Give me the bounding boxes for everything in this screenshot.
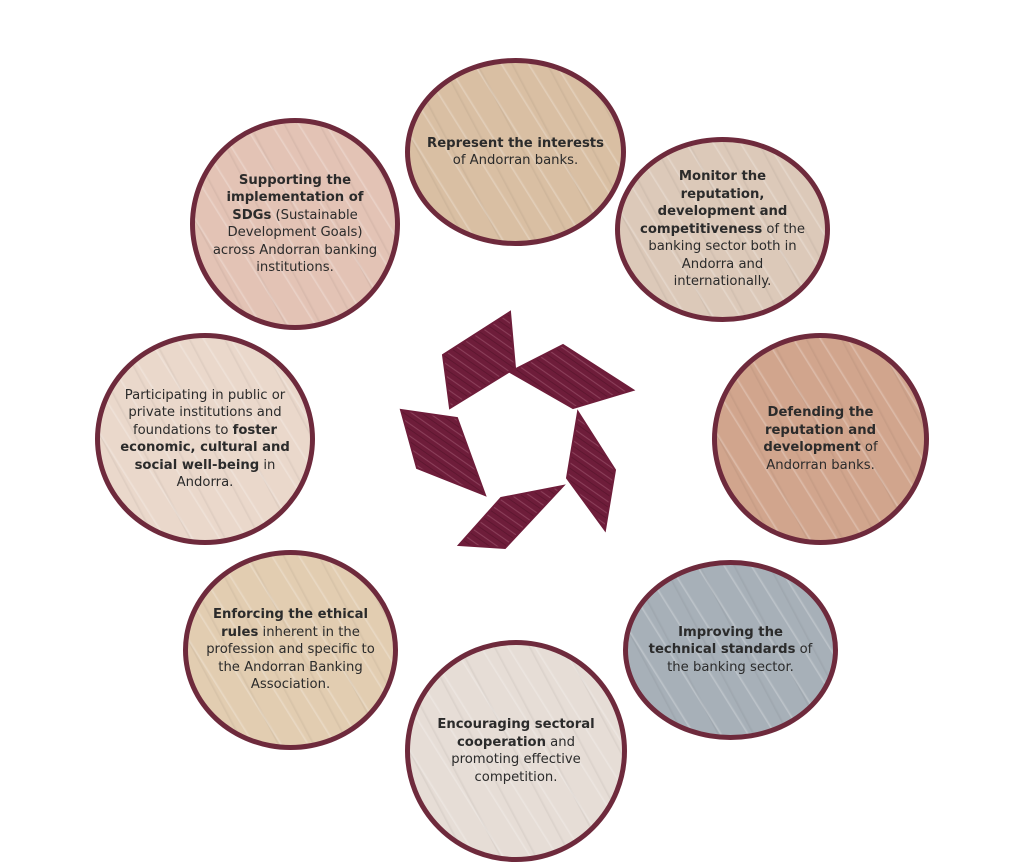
circle-represent: Represent the interests of Andorran bank…: [405, 58, 626, 246]
logo-blade-top-left: [441, 310, 517, 410]
logo-blade-bottom: [456, 484, 566, 550]
circle-represent-label: Represent the interests of Andorran bank…: [427, 135, 604, 169]
circle-defending-label: Defending the reputation and development…: [763, 405, 878, 473]
circle-encouraging: Encouraging sectoral cooperation and pro…: [405, 640, 627, 862]
logo-blade-left: [399, 408, 487, 497]
circle-enforcing-label: Enforcing the ethical rules inherent in …: [206, 607, 375, 693]
circle-participating-label: Participating in public or private insti…: [120, 387, 290, 491]
circle-defending: Defending the reputation and development…: [712, 333, 929, 545]
circle-improving: Improving the technical standards of the…: [623, 560, 838, 740]
logo-pinwheel: [399, 310, 636, 550]
circle-improving-label: Improving the technical standards of the…: [648, 624, 813, 675]
circle-participating: Participating in public or private insti…: [95, 333, 315, 545]
association-logo-icon: [399, 310, 636, 550]
circle-supporting: Supporting the implementation of SDGs (S…: [190, 118, 400, 330]
logo-blade-top-right: [507, 343, 636, 410]
circle-supporting-label: Supporting the implementation of SDGs (S…: [212, 172, 378, 276]
circle-encouraging-label: Encouraging sectoral cooperation and pro…: [437, 717, 595, 785]
logo-blade-right: [565, 409, 617, 533]
circle-enforcing: Enforcing the ethical rules inherent in …: [183, 550, 398, 750]
circle-monitor-label: Monitor the reputation, development and …: [640, 169, 805, 290]
circle-monitor: Monitor the reputation, development and …: [615, 137, 830, 322]
